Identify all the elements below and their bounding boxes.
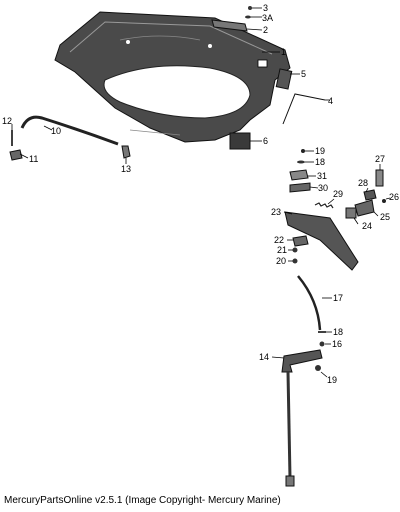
link-part-31	[289, 169, 309, 181]
callout-13: 13	[121, 164, 131, 174]
callout-18a: 18	[315, 157, 325, 167]
callout-23: 23	[271, 207, 281, 217]
callout-31: 31	[317, 171, 327, 181]
nut-part-21	[292, 247, 298, 253]
callout-16: 16	[332, 339, 342, 349]
callout-24: 24	[362, 221, 372, 231]
fitting-part	[121, 145, 131, 159]
callout-12: 12	[2, 116, 12, 126]
washer-part-20	[292, 258, 298, 264]
callout-18b: 18	[333, 327, 343, 337]
block-part	[275, 68, 293, 90]
nut-part-16	[319, 341, 325, 347]
screw-part-19b	[315, 365, 321, 371]
callout-21: 21	[277, 245, 287, 255]
latch-part-25	[354, 199, 375, 217]
bracket-part	[229, 132, 251, 150]
callout-3: 3	[263, 3, 268, 13]
lower-cowl	[54, 11, 291, 143]
image-caption: MercuryPartsOnline v2.5.1 (Image Copyrig…	[4, 495, 281, 506]
shift-rod-end	[285, 475, 295, 487]
leader-lines	[11, 7, 391, 378]
callout-26: 26	[389, 192, 399, 202]
callout-17: 17	[333, 293, 343, 303]
latch-part-28	[363, 189, 377, 201]
callout-labels: 1 2 3 3A 4 5 6 10 11 12 13 19 18 31 30 2…	[2, 3, 399, 385]
cable-part	[297, 275, 322, 331]
callout-19a: 19	[315, 146, 325, 156]
callout-20: 20	[276, 256, 286, 266]
pin-part-26	[382, 199, 386, 203]
plate-part	[211, 19, 248, 32]
callout-25: 25	[380, 212, 390, 222]
shift-lever-part	[281, 349, 323, 373]
callout-22: 22	[274, 235, 284, 245]
screw-part-19a	[301, 149, 305, 153]
shift-rod-part	[286, 371, 292, 479]
hose-part	[20, 115, 119, 146]
callout-28: 28	[358, 178, 368, 188]
link-part-30	[289, 182, 311, 193]
callout-6: 6	[263, 136, 268, 146]
screw-part-3	[248, 6, 252, 10]
callout-2: 2	[263, 25, 268, 35]
callout-27: 27	[375, 154, 385, 164]
callout-1: 1	[281, 47, 286, 57]
callout-14: 14	[259, 352, 269, 362]
callout-10: 10	[51, 126, 61, 136]
latch-part-27	[375, 169, 384, 187]
latch-part-24	[345, 207, 357, 219]
handle-part	[284, 211, 359, 271]
callout-4: 4	[328, 96, 333, 106]
rod-part	[282, 93, 326, 125]
clip-part	[9, 149, 23, 161]
callout-11: 11	[29, 154, 38, 164]
bracket-part-22	[292, 235, 309, 247]
callout-30: 30	[318, 183, 328, 193]
washer-part-3a	[245, 15, 251, 19]
callout-19b: 19	[327, 375, 337, 385]
callout-3a: 3A	[262, 13, 273, 23]
callout-29: 29	[333, 189, 343, 199]
spring-part	[314, 202, 334, 209]
washer-part-18a	[297, 160, 305, 164]
callout-5: 5	[301, 69, 306, 79]
